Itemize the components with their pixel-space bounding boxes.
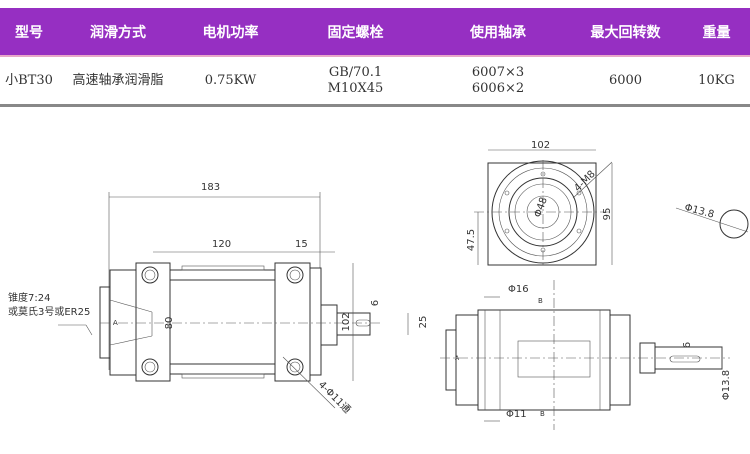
bearing-line1: 6007×3 [471,64,525,80]
header-power: 电机功率 [202,24,259,41]
header-model: 型号 [15,24,43,41]
side-view: 183 120 15 A [8,182,429,416]
dim-end-height: 95 [602,208,613,221]
dim-key: 6 [370,300,381,306]
dim-shaft-dia: 25 [418,316,429,329]
holes-callout: 4-Φ11通 [316,379,353,416]
taper-note-1: 锥度7:24 [8,291,50,304]
header-weight: 重量 [702,24,731,41]
mounting-holes [141,266,304,376]
bolt-line1: GB/70.1 [328,64,383,80]
threads-callout: 4-M8 [572,169,597,194]
end-view: 102 95 47.5 Φ48 4-M8 [466,140,613,268]
top-view: A Φ16 B Φ11 B 6 Φ13.8 [440,280,732,430]
bolt-line2: M10X45 [327,80,384,96]
section-mark-top: B [538,297,543,305]
dim-bore-top: Φ16 [508,284,529,295]
header-bolt: 固定螺栓 [327,24,384,41]
mark-a: A [113,319,118,327]
section-mark-bottom: B [540,410,545,418]
dim-body-length: 120 [212,239,231,250]
dim-pitch: Φ48 [532,196,549,219]
header-bearing: 使用轴承 [470,24,526,41]
dim-bore-bottom: Φ11 [506,409,527,420]
dim-height: 102 [341,312,352,331]
header-max-rpm: 最大回转数 [590,24,661,41]
bearing-line2: 6006×2 [471,80,525,96]
dim-inner: 80 [164,317,175,330]
cell-model: 小BT30 [5,72,53,88]
dim-top-shaft: Φ13.8 [721,370,732,400]
shaft-section: Φ13.8 [675,202,749,239]
cell-max-rpm: 6000 [608,72,643,88]
section-dia: Φ13.8 [683,202,715,220]
cell-power: 0.75KW [204,72,257,88]
top-mark-a: A [455,355,460,362]
spec-table-header: 型号 润滑方式 电机功率 固定螺栓 使用轴承 最大回转数 重量 [0,8,750,57]
dim-width: 102 [531,140,550,151]
cell-weight: 10KG [698,72,735,88]
dim-flange: 15 [295,239,308,250]
dim-half-height: 47.5 [466,229,477,251]
taper-note-2: 或莫氏3号或ER25 [8,306,90,318]
dim-total-length: 183 [201,182,220,193]
header-lubrication: 润滑方式 [90,24,146,41]
cell-lubrication: 高速轴承润滑脂 [72,72,164,88]
dim-top-key: 6 [682,342,693,348]
